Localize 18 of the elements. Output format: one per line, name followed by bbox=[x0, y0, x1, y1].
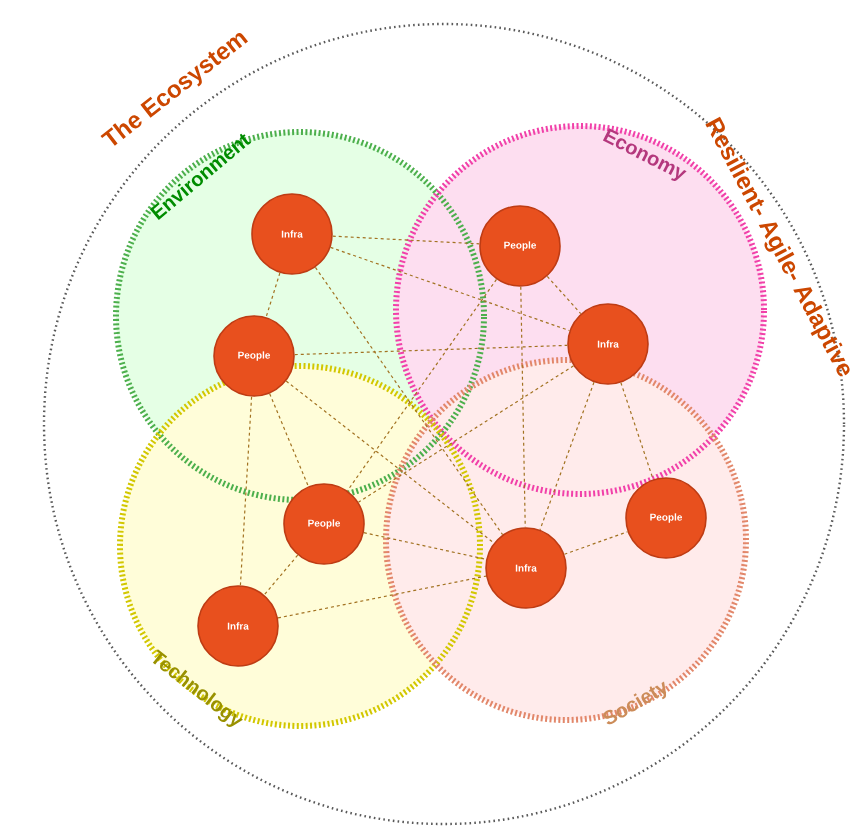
connector-line bbox=[332, 235, 480, 245]
connector-line bbox=[294, 344, 568, 356]
connector-line bbox=[265, 272, 281, 318]
connector-line bbox=[346, 278, 498, 492]
connector-line bbox=[620, 382, 654, 480]
connector-line bbox=[563, 531, 629, 555]
connector-line bbox=[277, 575, 487, 619]
connector-line bbox=[263, 554, 299, 596]
connector-line bbox=[546, 275, 582, 315]
connector-line bbox=[329, 246, 571, 332]
connector-line bbox=[239, 396, 253, 586]
connector-line bbox=[520, 286, 526, 528]
connector-line bbox=[539, 381, 595, 531]
connector-line bbox=[357, 365, 575, 503]
connector-line bbox=[285, 380, 495, 544]
connector-line bbox=[314, 266, 504, 536]
connector-line bbox=[269, 393, 309, 487]
connector-line bbox=[363, 532, 487, 560]
